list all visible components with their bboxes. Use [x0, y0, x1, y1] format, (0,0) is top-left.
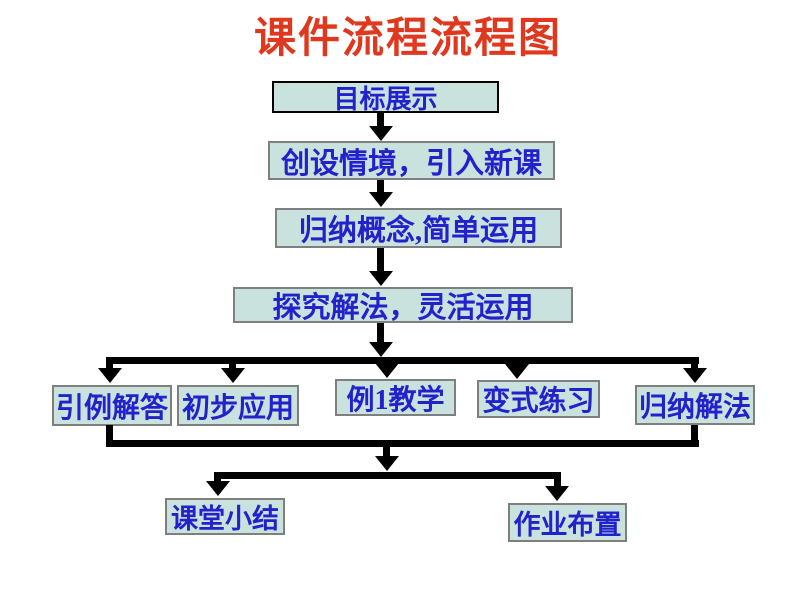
connector-converge-bottomline [383, 447, 390, 457]
arrowhead-bottom-class-summary [206, 481, 230, 496]
node-example1-teaching: 例1教学 [335, 379, 456, 416]
connector-intro-concept [377, 180, 384, 193]
node-summarize-concept: 归纳概念,简单运用 [275, 208, 562, 248]
connector-bottom-homework [554, 472, 561, 487]
node-example-answer: 引例解答 [52, 385, 172, 426]
connector-bottom-class-summary [214, 472, 221, 482]
arrowhead-explore-branchline [369, 342, 393, 357]
connector-goal-intro [377, 113, 384, 127]
node-variant-practice: 变式练习 [477, 380, 600, 418]
arrowhead-branch-method-summary [683, 368, 707, 383]
node-class-summary: 课堂小结 [165, 498, 285, 535]
arrowhead-branch-initial-apply [221, 368, 245, 383]
arrowhead-concept-explore [369, 271, 393, 286]
node-homework-assignment: 作业布置 [508, 503, 627, 542]
connector-branch-initial-apply [229, 364, 236, 369]
branch-distribution-line [106, 357, 699, 364]
connector-branch-example-answer [106, 357, 113, 369]
bottom-distribution-line [214, 472, 561, 479]
node-method-summary: 归纳解法 [635, 385, 755, 425]
branch-converge-line [106, 440, 699, 447]
node-goal-display: 目标展示 [272, 81, 499, 113]
node-explore-methods: 探究解法，灵活运用 [233, 287, 573, 323]
arrowhead-intro-concept [369, 192, 393, 207]
stub-method-summary-converge [691, 425, 698, 447]
arrowhead-bottom-homework [545, 486, 569, 501]
node-initial-application: 初步应用 [177, 385, 299, 426]
page-title: 课件流程流程图 [253, 16, 562, 62]
arrowhead-branch-variant [505, 364, 529, 379]
stub-example-answer-converge [106, 425, 113, 447]
node-create-situation: 创设情境，引入新课 [268, 141, 555, 180]
arrowhead-branch-example1 [375, 363, 399, 378]
connector-branch-method-summary [691, 357, 698, 369]
arrowhead-branch-example-answer [98, 368, 122, 383]
arrowhead-converge-bottomline [375, 456, 399, 471]
arrowhead-goal-intro [369, 126, 393, 141]
connector-concept-explore [377, 248, 384, 272]
connector-explore-branchline [377, 323, 384, 343]
